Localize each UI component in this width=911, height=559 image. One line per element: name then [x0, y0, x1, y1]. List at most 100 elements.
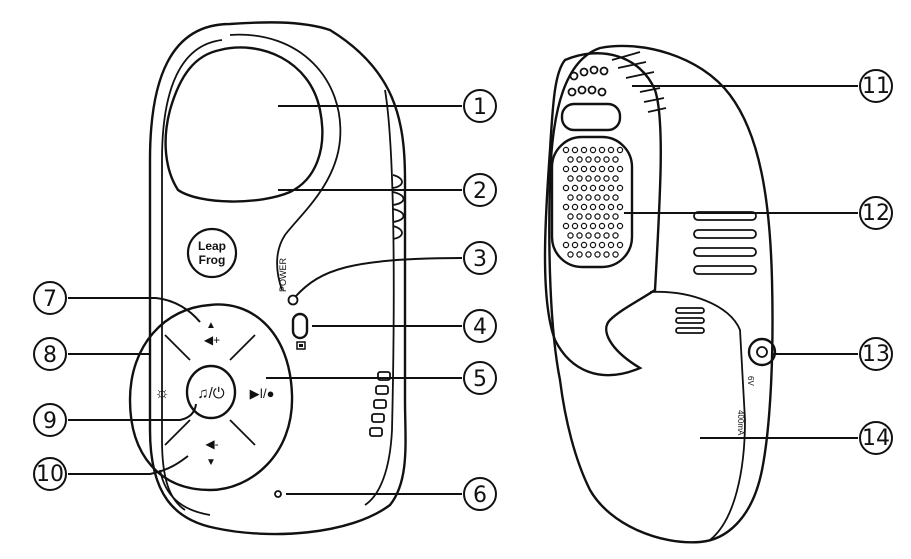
speaker-hole	[589, 146, 597, 154]
speaker-hole	[594, 194, 601, 201]
speaker-hole	[580, 222, 588, 230]
svg-text:12: 12	[862, 201, 890, 226]
callout-9: 9	[33, 403, 67, 437]
speaker-hole	[571, 203, 579, 211]
callout-5: 5	[463, 361, 497, 395]
speaker-hole	[612, 213, 619, 220]
speaker-hole	[607, 203, 615, 211]
svg-text:14: 14	[862, 426, 890, 451]
speaker-hole	[607, 165, 615, 173]
callout-2: 2	[463, 173, 497, 207]
speaker-hole	[585, 251, 592, 258]
callout-14: 14	[859, 421, 893, 455]
speaker-hole	[598, 203, 606, 211]
speaker-hole	[567, 156, 574, 163]
speaker-hole	[616, 241, 624, 249]
callout-lines	[68, 85, 858, 495]
battery-icon	[296, 341, 306, 350]
volume-down-button[interactable]: ◀- ▼	[205, 437, 218, 468]
speaker-hole	[571, 146, 579, 154]
volume-up-icon: ◀+	[204, 333, 220, 347]
speaker-hole	[567, 175, 574, 182]
screen	[164, 46, 324, 203]
speaker-hole	[576, 232, 583, 239]
power-led	[287, 294, 299, 306]
speaker-hole	[589, 165, 597, 173]
speaker-hole	[580, 165, 588, 173]
svg-text:2: 2	[473, 179, 487, 204]
speaker-hole	[571, 222, 579, 230]
speaker-hole	[589, 184, 597, 192]
svg-text:1: 1	[473, 95, 487, 120]
svg-text:3: 3	[473, 247, 487, 272]
speaker-hole	[567, 213, 574, 220]
side-slider	[369, 371, 391, 437]
speaker-grille	[550, 135, 634, 269]
callout-3: 3	[463, 241, 497, 275]
door-vents	[675, 307, 705, 334]
music-power-icon: ♫/⏻	[197, 385, 224, 402]
music-power-button[interactable]	[185, 364, 237, 420]
speaker-holes	[562, 146, 624, 258]
speaker-hole	[616, 203, 624, 211]
callout-1: 1	[463, 89, 497, 123]
front-lower-edge	[159, 469, 211, 516]
callout-7: 7	[33, 281, 67, 315]
speaker-hole	[576, 251, 583, 258]
speaker-outline	[550, 135, 634, 269]
volume-up-button[interactable]: ▲ ◀+	[204, 320, 220, 347]
speaker-hole	[612, 232, 619, 239]
callout-13: 13	[859, 337, 893, 371]
top-vents	[611, 51, 667, 113]
speaker-hole	[562, 203, 570, 211]
speaker-hole	[616, 146, 624, 154]
front-face-edge	[161, 39, 223, 511]
speaker-hole	[612, 156, 619, 163]
speaker-hole	[580, 184, 588, 192]
speaker-hole	[571, 241, 579, 249]
speaker-hole	[598, 146, 606, 154]
speaker-hole	[616, 184, 624, 192]
callout-8: 8	[33, 337, 67, 371]
play-record-button[interactable]: ▶ǀ/●	[250, 386, 275, 401]
battery-led	[291, 312, 309, 340]
speaker-hole	[612, 175, 619, 182]
speaker-hole	[589, 222, 597, 230]
speaker-hole	[580, 241, 588, 249]
clip-holes	[567, 65, 609, 97]
speaker-hole	[562, 165, 570, 173]
speaker-hole	[598, 222, 606, 230]
side-grips	[392, 174, 405, 240]
speaker-hole	[562, 146, 570, 154]
speaker-hole	[594, 175, 601, 182]
speaker-hole	[585, 232, 592, 239]
pad-divider-br	[229, 419, 256, 446]
speaker-hole	[562, 222, 570, 230]
pad-divider-tr	[229, 334, 256, 361]
screen-surround	[229, 33, 342, 291]
speaker-hole	[589, 241, 597, 249]
speaker-hole	[603, 213, 610, 220]
side-edge	[364, 89, 395, 506]
back-device: 6V 400mA	[543, 44, 777, 544]
up-arrow-icon: ▲	[206, 320, 216, 331]
logo-text-2: Frog	[199, 253, 226, 267]
speaker-hole	[576, 156, 583, 163]
speaker-hole	[589, 203, 597, 211]
speaker-hole	[585, 156, 592, 163]
callout-6: 6	[463, 477, 497, 511]
speaker-hole	[612, 194, 619, 201]
callout-numbers: 1 2 3 4 5 6 7 8	[33, 69, 893, 511]
speaker-hole	[616, 222, 624, 230]
callout-4: 4	[463, 309, 497, 343]
power-label: POWER	[278, 257, 288, 292]
speaker-hole	[562, 241, 570, 249]
speaker-hole	[594, 251, 601, 258]
brightness-button[interactable]: ☼	[154, 383, 170, 402]
callout-12: 12	[859, 196, 893, 230]
speaker-hole	[594, 213, 601, 220]
front-body-outline	[148, 21, 407, 536]
speaker-hole	[603, 232, 610, 239]
speaker-hole	[594, 156, 601, 163]
svg-text:4: 4	[473, 315, 487, 340]
